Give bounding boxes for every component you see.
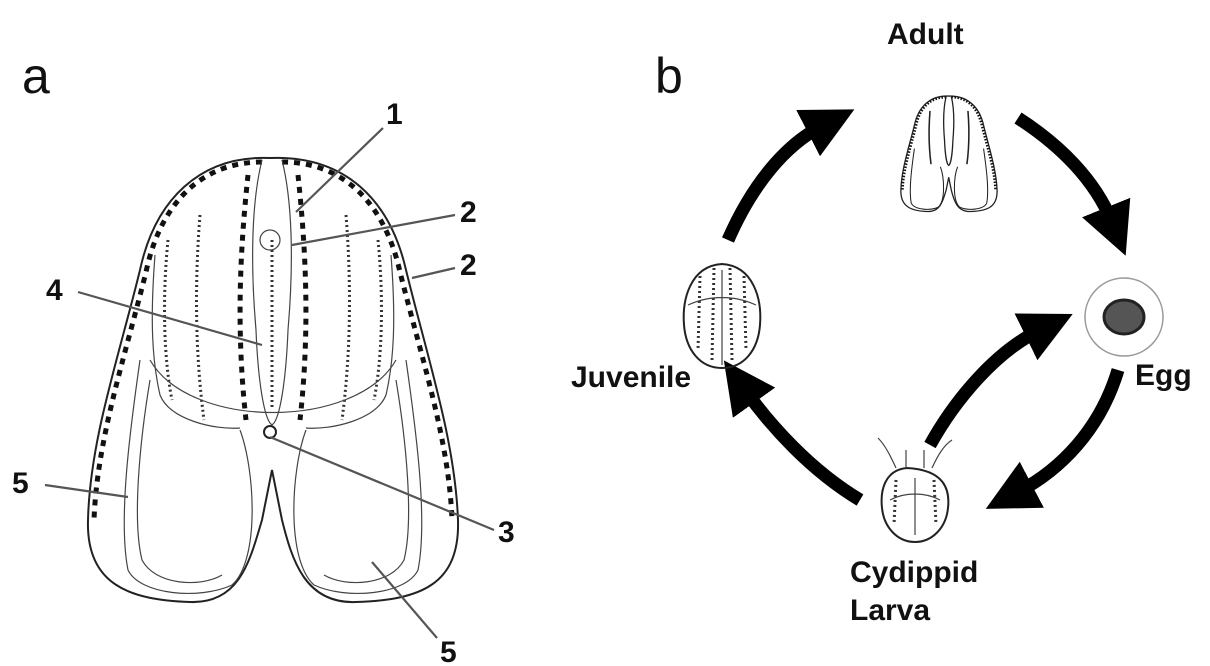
comb-row-inner-left [240,175,248,420]
meridional-canal-left [165,240,172,400]
arrow-juvenile-to-adult [728,126,822,240]
stage-label-juvenile: Juvenile [571,361,691,394]
aboral-organ [260,230,280,250]
meridional-canal-right-2 [342,215,349,420]
oral-lobe-left-1 [124,360,252,593]
meridional-canal-left-2 [197,215,204,420]
stage-label-adult: Adult [887,18,964,51]
adult-stage-drawing [901,96,997,211]
arrow-egg-to-larva [1018,370,1118,492]
label-4: 4 [46,274,63,307]
arrow-adult-to-egg [1018,118,1112,222]
comb-row-outer-right [282,162,452,520]
oral-lobe-right-2 [324,380,409,583]
leader-5a [45,485,128,497]
stage-label-larva-line1: Cydippid [850,556,978,589]
larva-stage-drawing [878,438,952,542]
arrow-larva-to-egg [930,330,1040,445]
oral-lobe-left-2 [137,380,222,583]
panel-a-letter: a [22,48,50,104]
label-2-inner: 2 [460,196,477,229]
label-3: 3 [498,516,515,549]
egg-drawing [1085,278,1163,356]
oral-lobe-right-1 [294,360,422,593]
leader-2a [292,215,455,245]
meridional-canal-right [374,240,381,400]
stage-label-larva-line2: Larva [850,594,930,627]
statocyst [264,426,276,438]
leader-4 [78,292,262,345]
label-5-bottom: 5 [440,636,457,666]
panel-b: b [571,18,1192,627]
panel-b-letter: b [655,48,683,104]
label-2-outer: 2 [460,249,477,282]
comb-row-inner-right [298,175,306,420]
label-1: 1 [386,98,403,131]
leader-1 [296,128,383,212]
label-5-left: 5 [12,467,29,500]
leader-2b [412,268,455,278]
arrow-larva-to-juvenile [745,390,860,500]
comb-row-outer-left [94,162,262,520]
juvenile-stage-drawing [684,264,761,368]
stage-label-egg: Egg [1135,359,1192,392]
panel-a: a [12,48,515,666]
leader-3 [270,437,494,530]
